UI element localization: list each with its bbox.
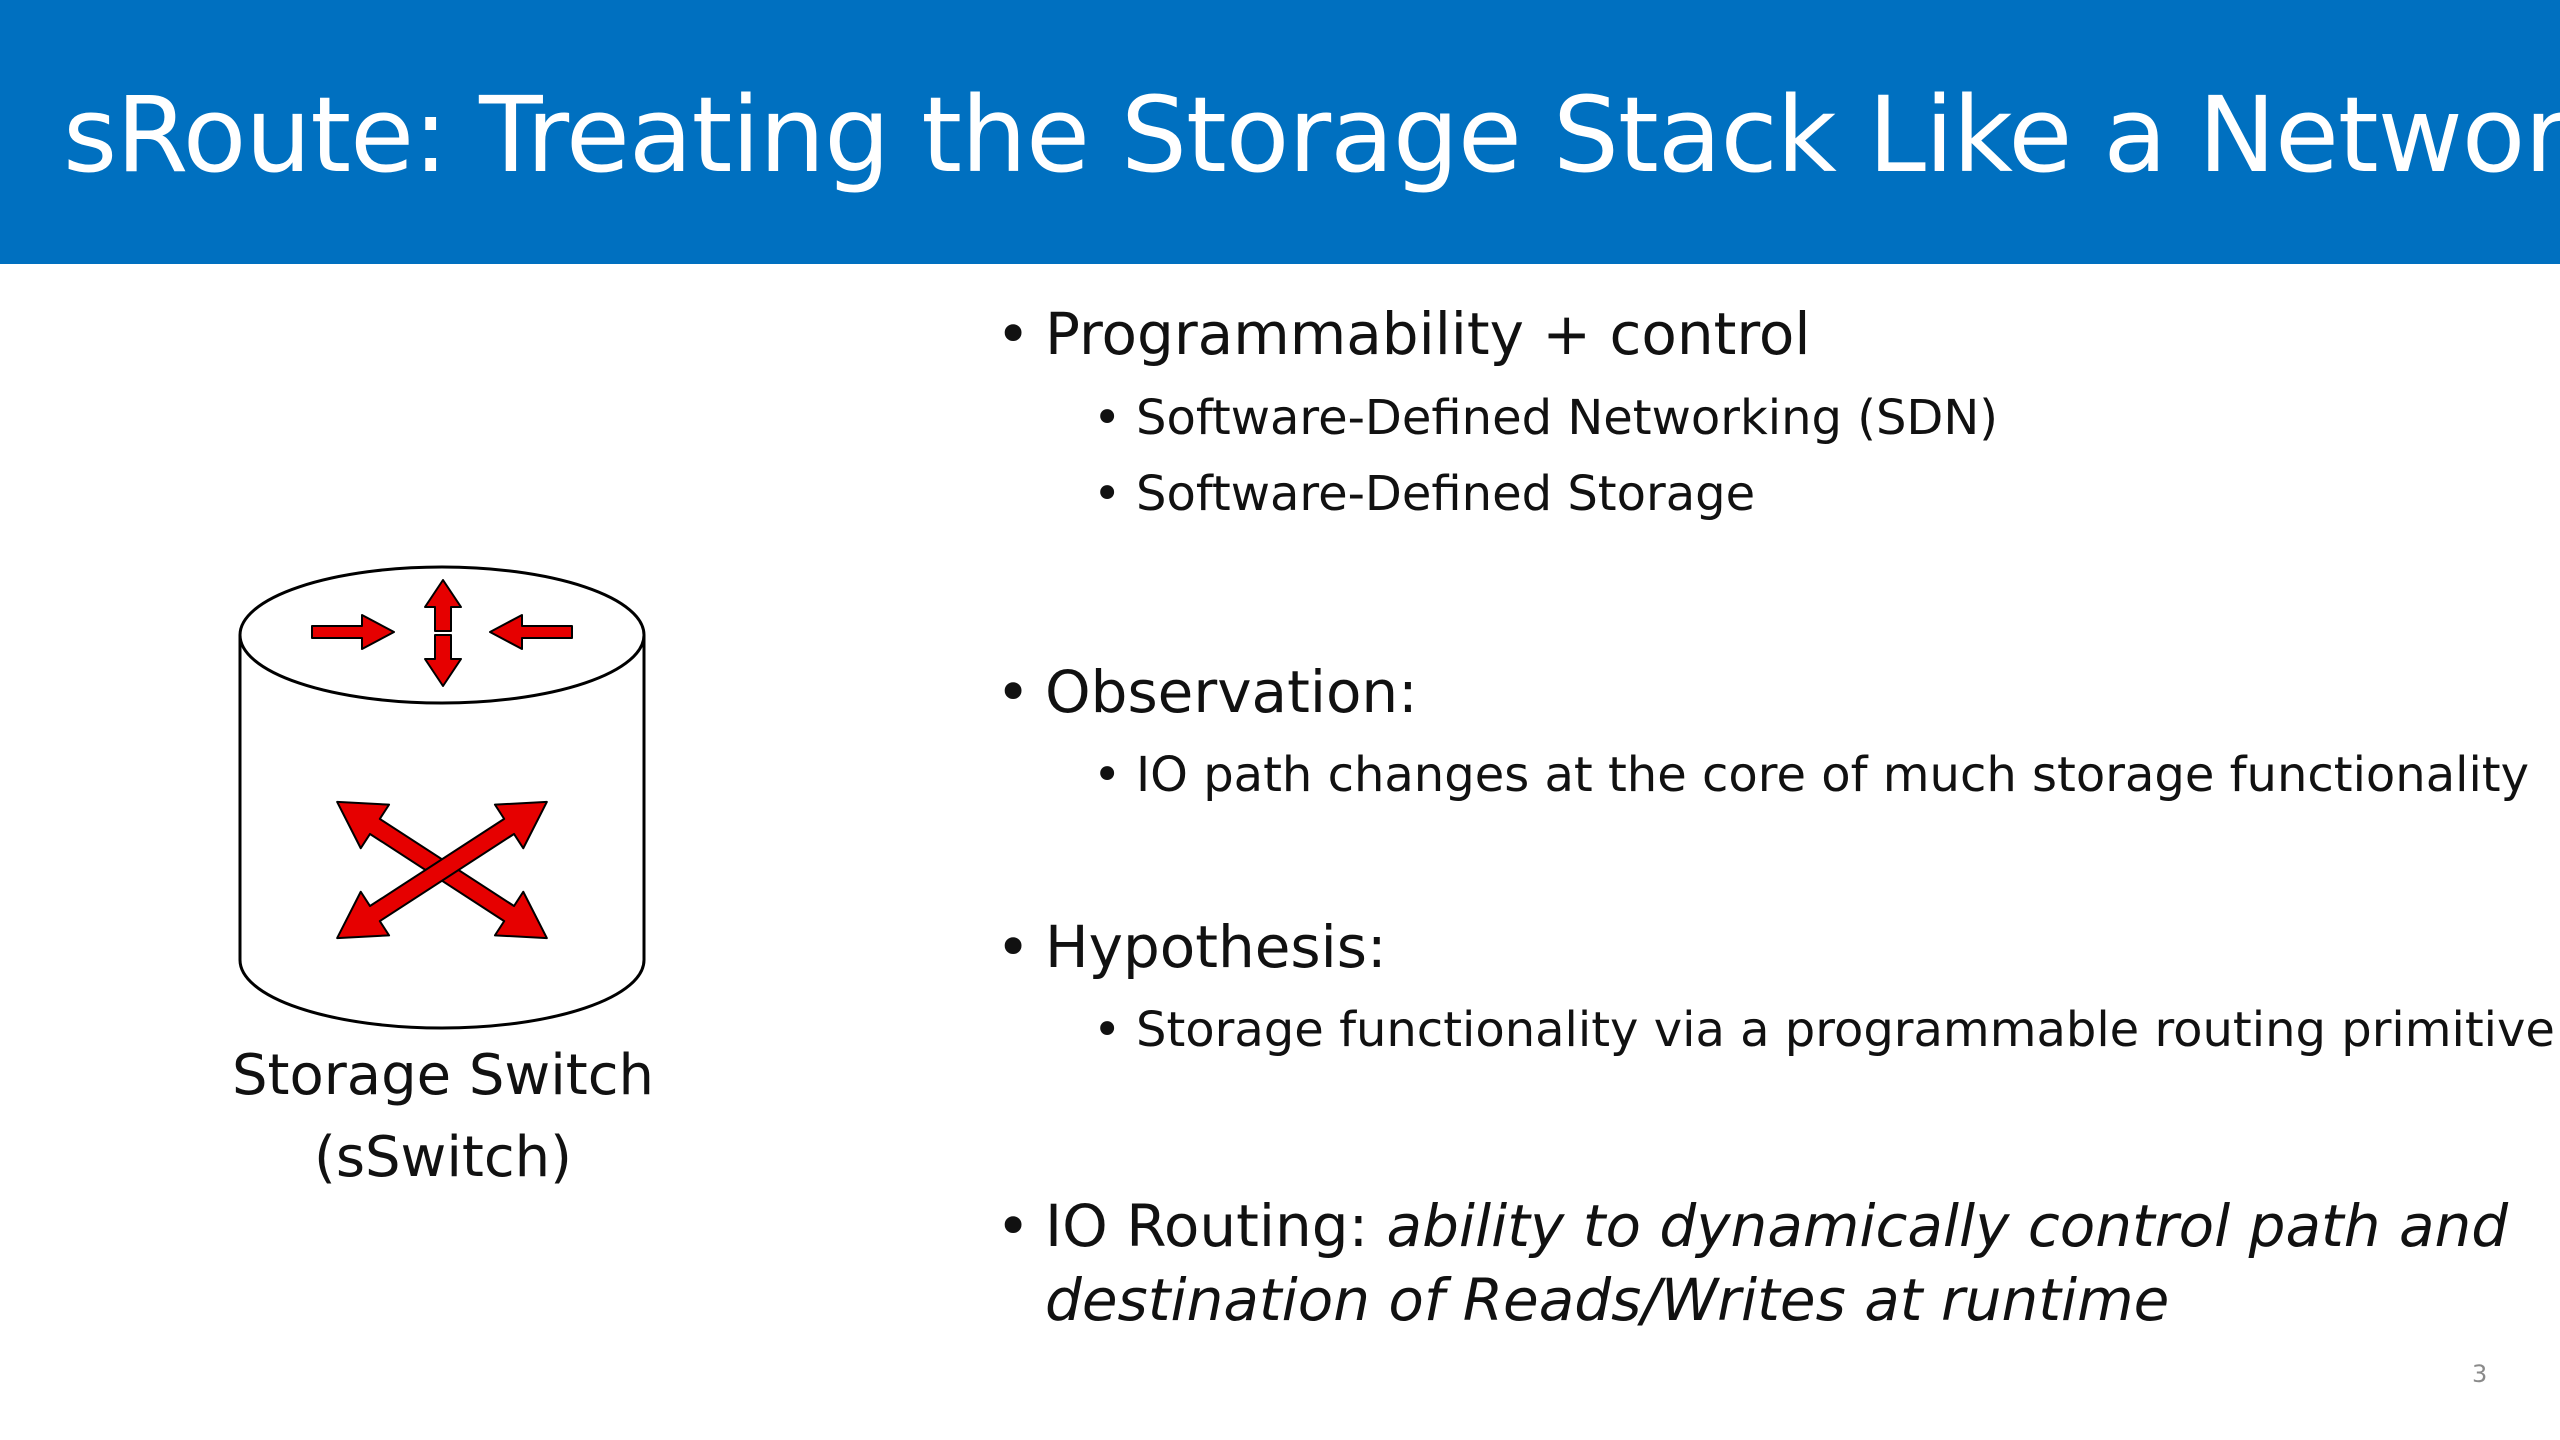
caption-line-2: (sSwitch) (313, 1125, 572, 1190)
bullet-observation: Observation: (996, 655, 1418, 729)
bullet-io-routing: IO Routing: ability to dynamically contr… (996, 1189, 2508, 1337)
caption-line-1: Storage Switch (231, 1043, 655, 1108)
io-routing-lead: IO Routing: (1045, 1192, 1387, 1260)
io-routing-definition-line2: destination of Reads/Writes at runtime (1045, 1266, 2170, 1334)
subbullet-sds: Software-Defined Storage (1093, 463, 1755, 525)
page-number: 3 (2472, 1360, 2488, 1388)
subbullet-io-path: IO path changes at the core of much stor… (1093, 744, 2529, 806)
subbullet-sdn: Software-Defined Networking (SDN) (1093, 387, 1998, 449)
bullet-programmability: Programmability + control (996, 297, 1811, 371)
storage-switch-icon (238, 565, 646, 1030)
subbullet-routing-primitive: Storage functionality via a programmable… (1093, 999, 2555, 1061)
bullet-hypothesis: Hypothesis: (996, 910, 1387, 984)
title-bar: sRoute: Treating the Storage Stack Like … (0, 0, 2560, 264)
io-routing-definition-line1: ability to dynamically control path and (1386, 1192, 2509, 1260)
slide-title: sRoute: Treating the Storage Stack Like … (63, 74, 2560, 196)
icon-caption: Storage Switch (sSwitch) (200, 1035, 686, 1199)
bullet-list: Programmability + control Software-Defin… (996, 0, 2556, 1440)
